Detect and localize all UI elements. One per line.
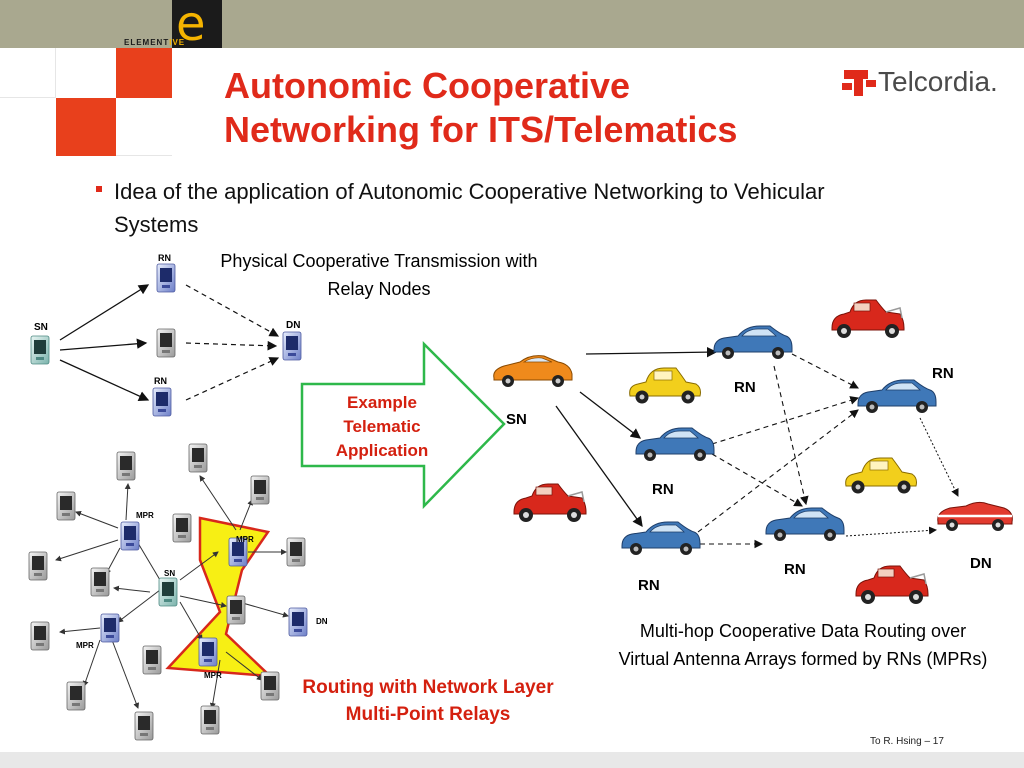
brand-name: Telcordia. — [878, 66, 998, 97]
label-mpr-a: MPR — [136, 511, 154, 520]
label-car-dn: DN — [970, 555, 992, 572]
label-dn: DN — [286, 320, 300, 331]
top-bar — [0, 0, 1024, 48]
relay-diagram: SN RN RN DN — [30, 253, 302, 417]
label-car-rn-b: RN — [932, 365, 954, 382]
deco-square-grey-2 — [116, 98, 172, 156]
example-arrow — [300, 340, 506, 510]
bullet-square-icon — [96, 186, 102, 192]
label-sn: SN — [34, 322, 48, 333]
logo-wordmark: ELEMENTIVE — [124, 38, 186, 47]
caption-multihop: Multi-hop Cooperative Data Routing over … — [618, 621, 988, 669]
elementive-logo — [172, 0, 222, 48]
caption-physical: Physical Cooperative Transmission with R… — [220, 251, 538, 299]
bottom-bar — [0, 752, 1024, 768]
logo-letter: e — [176, 0, 206, 52]
label-mpr-dn: DN — [316, 617, 328, 626]
label-car-rn-d: RN — [638, 577, 660, 594]
telcordia-logo: Telcordia. — [842, 64, 1012, 102]
car-diagram: SN RN RN RN RN RN DN — [493, 299, 1014, 605]
label-mpr-c: MPR — [76, 641, 94, 650]
page-title: Autonomic Cooperative Networking for ITS… — [224, 64, 904, 152]
deco-square-red-2 — [56, 98, 116, 156]
telcordia-mark-icon — [842, 70, 876, 96]
bullet-text: Idea of the application of Autonomic Coo… — [114, 179, 825, 237]
mpr-diagram: MPR MPR MPR MPR SN DN — [28, 443, 328, 741]
label-car-rn-c: RN — [652, 481, 674, 498]
footer-page: To R. Hsing – 17 — [870, 736, 944, 747]
label-rn-2: RN — [154, 376, 167, 386]
title-line-2: Networking for ITS/Telematics — [224, 109, 738, 150]
label-car-rn-a: RN — [734, 379, 756, 396]
label-mpr-sn: SN — [164, 569, 175, 578]
title-line-1: Autonomic Cooperative — [224, 65, 631, 106]
deco-square-grey-1 — [0, 48, 56, 98]
caption-example: Example Telematic Application — [335, 393, 429, 460]
deco-square-red-1 — [116, 48, 172, 98]
label-car-rn-e: RN — [784, 561, 806, 578]
label-mpr-d: MPR — [204, 671, 222, 680]
caption-routing: Routing with Network Layer Multi-Point R… — [302, 677, 554, 725]
label-rn-1: RN — [158, 253, 171, 263]
label-car-sn: SN — [506, 411, 527, 428]
label-mpr-b: MPR — [236, 535, 254, 544]
